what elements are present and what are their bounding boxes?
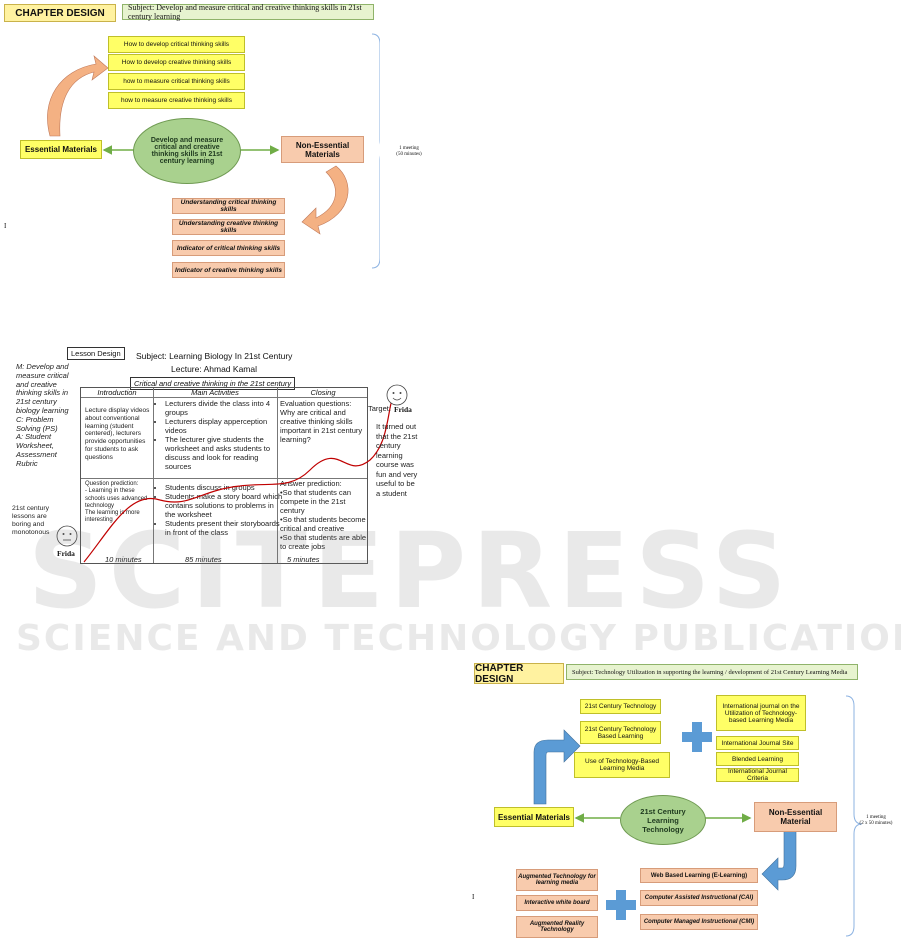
d1-top-item-1: How to develop critical thinking skills (108, 36, 245, 53)
d3-right-item-4: International Journal Criteria (716, 768, 799, 782)
d3-bottom-right-1: Web Based Learning (E-Learning) (640, 868, 758, 883)
d2-main-bottom-3: Students present their storyboards in fr… (165, 519, 283, 537)
d3-non-essential-box: Non-Essential Material (754, 802, 837, 832)
d2-closing-bottom: •So that students can compete in the 21s… (280, 488, 368, 551)
d2-main-bottom-1: Students discuss in groups (165, 483, 283, 492)
watermark-title: SCITEPRESS (28, 510, 793, 632)
d3-subject-bar: Subject: Technology Utilization in suppo… (566, 664, 858, 680)
d2-lesson-design-label: Lesson Design (67, 347, 125, 360)
d3-right-item-3: Blended Learning (716, 752, 799, 766)
d2-col-main-activities: Main Activities (191, 388, 239, 397)
d3-right-item-1: International journal on the Utilization… (716, 695, 806, 731)
d1-essential-box: Essential Materials (20, 140, 102, 159)
d2-banner: Critical and creative thinking in the 21… (130, 377, 296, 390)
d2-col-closing: Closing (310, 388, 336, 397)
d3-center-oval: 21st Century Learning Technology (620, 795, 706, 845)
d1-center-oval: Develop and measure critical and creativ… (133, 118, 241, 184)
d2-subject: Subject: Learning Biology In 21st Centur… (136, 351, 293, 361)
d2-left-note: M: Develop and measure critical and crea… (16, 362, 69, 468)
d2-col-introduction: Introduction (97, 388, 137, 397)
d1-meeting-brace (371, 33, 380, 269)
d3-plus-top (682, 722, 712, 752)
d2-frida-start: Frida (57, 549, 75, 558)
d3-right-item-2: International Journal Site (716, 736, 799, 750)
d3-meeting-label: 1 meeting (2 x 50 minutes) (859, 815, 893, 826)
d2-main-top: Lecturers divide the class into 4 groups… (155, 399, 283, 471)
d2-intro-bottom: Question prediction: - Learning in these… (85, 481, 148, 524)
d1-bottom-item-4: Indicator of creative thinking skills (172, 262, 285, 278)
watermark-subtitle: SCIENCE AND TECHNOLOGY PUBLICATIONS (16, 618, 901, 659)
d2-main-bottom: Students discuss in groups Students make… (155, 483, 283, 537)
d2-main-top-2: Lecturers display apperception videos (165, 417, 283, 435)
d2-target: Target: (368, 404, 391, 413)
d2-bottom-left-note: 21st century lessons are boring and mono… (12, 505, 50, 536)
d2-lecture: Lecture: Ahmad Kamal (171, 364, 257, 374)
d1-subject-bar: Subject: Develop and measure critical an… (122, 3, 374, 21)
d3-chapter-header: CHAPTER DESIGN (474, 663, 564, 685)
d2-main-bottom-2: Students make a story board which contai… (165, 492, 283, 519)
d3-connectors (533, 695, 863, 937)
d2-right-note: It turned out that the 21st century lear… (376, 422, 418, 498)
d3-bottom-left-2: Interactive white board (516, 895, 598, 911)
d2-time-intro: 10 minutes (105, 555, 142, 564)
d2-closing-bottom-title: Answer prediction: (280, 479, 342, 488)
d2-frida-end: Frida (394, 405, 412, 414)
d3-plus-bottom (606, 890, 636, 920)
d1-bottom-item-3: Indicator of critical thinking skills (172, 240, 285, 256)
d3-top-item-3: Use of Technology-Based Learning Media (574, 752, 670, 778)
d3-essential-box: Essential Materials (494, 807, 574, 827)
d3-blue-arrow-down (761, 829, 797, 891)
d3-blue-arrow-up (533, 729, 581, 805)
d3-meeting-brace (845, 695, 863, 937)
d3-bottom-left-3: Augmented Reality Technology (516, 916, 598, 938)
d1-meeting-label: 1 meeting (50 minutes) (396, 146, 422, 157)
d1-top-item-4: how to measure creative thinking skills (108, 92, 245, 109)
d1-top-item-3: how to measure critical thinking skills (108, 73, 245, 90)
d2-progress-curve (56, 384, 408, 563)
d2-closing-bottom-2: •So that students become critical and cr… (280, 515, 366, 533)
d1-bottom-item-1: Understanding critical thinking skills (172, 198, 285, 214)
d1-bottom-item-2: Understanding creative thinking skills (172, 219, 285, 235)
d2-closing-bottom-1: •So that students can compete in the 21s… (280, 488, 352, 515)
d1-top-item-2: How to develop creative thinking skills (108, 54, 245, 71)
d2-time-closing: 5 minutes (287, 555, 320, 564)
d2-lesson-table: Introduction Main Activities Closing Lec… (80, 387, 368, 564)
d1-non-essential-box: Non-Essential Materials (281, 136, 364, 163)
d1-curved-arrow-up (47, 55, 109, 137)
d2-main-top-3: The lecturer give students the worksheet… (165, 435, 283, 471)
d1-curved-arrow-down (301, 165, 349, 235)
d1-chapter-header: CHAPTER DESIGN (4, 4, 116, 22)
d2-closing-bottom-3: •So that students are able to create job… (280, 533, 367, 551)
d3-top-item-2: 21st Century Technology Based Learning (580, 721, 661, 744)
d2-closing-top: Evaluation questions: Why are critical a… (280, 399, 363, 444)
d2-intro-top: Lecture display videos about conventiona… (85, 407, 150, 461)
d3-bottom-right-3: Computer Managed Instructional (CMI) (640, 914, 758, 930)
d2-face-end (386, 384, 408, 406)
d1-connectors (47, 33, 380, 269)
d2-main-top-1: Lecturers divide the class into 4 groups (165, 399, 283, 417)
d3-bottom-left-1: Augmented Technology for learning media (516, 869, 598, 891)
d3-top-item-1: 21st Century Technology (580, 699, 661, 714)
d1-text-cursor: I (4, 222, 7, 230)
d3-bottom-right-2: Computer Assisted Instructional (CAI) (640, 890, 758, 906)
d2-face-start (56, 525, 78, 547)
d2-time-main: 85 minutes (185, 555, 222, 564)
d3-text-cursor: I (472, 893, 475, 901)
